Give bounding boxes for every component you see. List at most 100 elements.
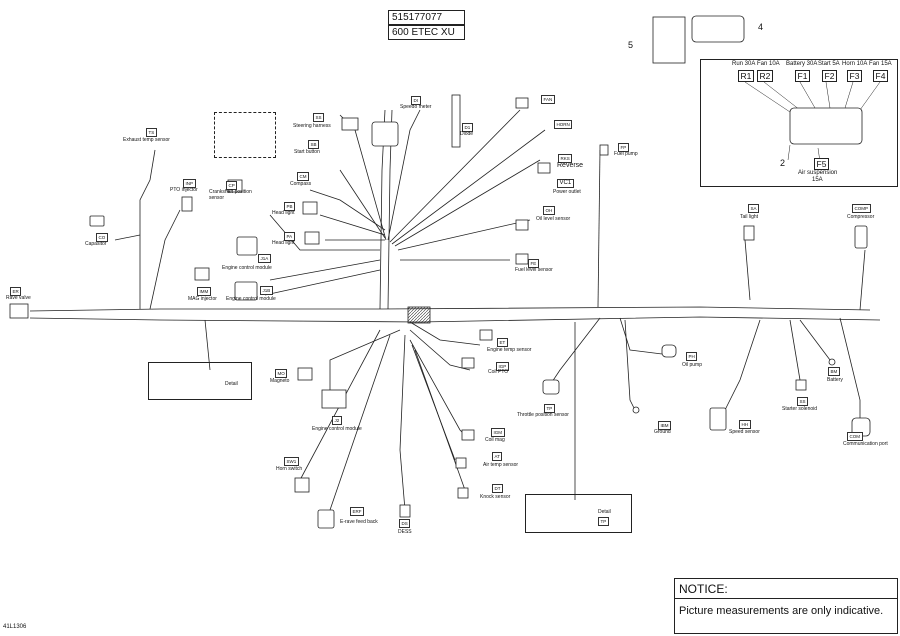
fuse-code-f2: F2 xyxy=(822,70,837,82)
fuse-label-fan10: Fan 10A xyxy=(757,61,780,67)
label-capasitor: Capasitor xyxy=(85,241,107,247)
tag-head-light-b: PB xyxy=(284,202,296,211)
reference-code: 41L1306 xyxy=(3,624,27,630)
label-mag-injector: MAG injector xyxy=(188,296,217,302)
fuse-label-air-suspension: Air suspension xyxy=(798,170,838,176)
fuse-code-r1: R1 xyxy=(738,70,754,82)
label-knock-sensor: Knock sensor xyxy=(480,494,511,500)
fuse-code-f5: F5 xyxy=(814,158,829,170)
label-magneto: Magneto xyxy=(270,378,290,384)
tag-fan: FAN xyxy=(541,95,555,104)
part-number: 515177077 xyxy=(388,10,465,25)
tag-speedo: DI xyxy=(411,96,421,105)
label-air-temp: Air temp sensor xyxy=(483,462,519,468)
label-erave-feedback: E-rave feed back xyxy=(340,519,378,525)
tag-ecm-a: J1A xyxy=(258,254,271,263)
fuse-box-panel xyxy=(700,59,898,187)
label-pto-injector: PTO injector xyxy=(170,187,198,193)
tag-ecm-j2: J2 xyxy=(332,416,342,425)
label-steering-harness: Steering harness xyxy=(293,123,331,129)
tag-fuel-level: FE xyxy=(528,259,539,268)
fuse-label-run: Run 30A xyxy=(732,61,756,67)
callout-5: 5 xyxy=(628,40,634,50)
label-starter-solenoid: Starter solenoid xyxy=(782,406,818,412)
label-diode: Diode xyxy=(460,131,474,137)
tag-oil-level: OH xyxy=(543,206,555,215)
tag-horn-switch: SW1 xyxy=(284,457,299,466)
label-coil-mag: Coil mag xyxy=(485,437,505,443)
tag-crankshaft: CP xyxy=(226,181,238,190)
tag-coil-mag: IGM xyxy=(491,428,505,437)
tag-horn: HORN xyxy=(554,120,573,129)
notice-title: NOTICE: xyxy=(675,579,897,599)
label-battery: Battery xyxy=(827,377,843,383)
fuse-code-f1: F1 xyxy=(795,70,810,82)
label-ecm-j2: Engine control module xyxy=(312,426,362,432)
tag-ecm-b: J1B xyxy=(260,286,273,295)
label-horn-switch: Horn switch xyxy=(276,466,303,472)
label-oil-level: Oil level sensor xyxy=(536,216,571,222)
tag-communication-port: COM xyxy=(847,432,863,441)
tag-diode: D1 xyxy=(462,123,473,132)
tag-steering-harness: SS xyxy=(313,113,325,122)
detail-a-label: Detail xyxy=(225,381,238,387)
label-tail-light: Tail light xyxy=(740,214,759,220)
tag-compass: CM xyxy=(297,172,309,181)
part-number-box: 515177077 600 ETEC XU xyxy=(388,10,465,42)
fuse-label-start: Start 5A xyxy=(818,61,840,67)
label-ecm-b: Engine control module xyxy=(226,296,276,302)
tag-rave-valve: ER xyxy=(10,287,22,296)
fuse-label-horn: Horn 10A xyxy=(842,61,868,67)
tag-coil-pto: IGP xyxy=(496,362,509,371)
tag-knock-sensor: DT xyxy=(492,484,503,493)
detail-box-top xyxy=(214,112,276,158)
tag-oil-pump: PH xyxy=(686,352,698,361)
tag-ground: IBM xyxy=(658,421,672,430)
label-crankshaft: Crankshaft position sensor xyxy=(209,189,252,201)
notice-text: Picture measurements are only indicative… xyxy=(679,605,884,617)
fuse-label-battery: Battery 30A xyxy=(786,61,818,67)
main-harness-line xyxy=(29,306,871,312)
tag-throttle-position: TP xyxy=(544,404,555,413)
label-throttle-position: Throttle position sensor xyxy=(517,412,569,418)
label-ground: Ground xyxy=(654,429,671,435)
label-fuel-level: Fuel level sensor xyxy=(515,267,553,273)
detail-b-label: Detail xyxy=(598,509,611,515)
tag-engine-temp: ET xyxy=(497,338,508,347)
label-compressor: Compressor xyxy=(847,214,875,220)
tag-air-temp: AT xyxy=(492,452,503,461)
tag-speed-sensor: HH xyxy=(739,420,751,429)
detail-box-bottom xyxy=(525,494,632,533)
tag-dess: DS xyxy=(399,519,411,528)
detail-box-left xyxy=(148,362,252,400)
notice-box: NOTICE: Picture measurements are only in… xyxy=(674,578,898,634)
tag-head-light-a: PA xyxy=(284,232,295,241)
label-start-button: Start button xyxy=(294,149,320,155)
detail-b-tag: TP xyxy=(598,517,609,526)
tag-reverse: RKS xyxy=(558,154,573,163)
tag-exhaust-temp: TS xyxy=(146,128,157,137)
tag-magneto: MO xyxy=(275,369,288,378)
tag-capasitor: CO xyxy=(96,233,108,242)
label-ecm-a: Engine control module xyxy=(222,265,272,271)
fuse-value-air-suspension: 15A xyxy=(812,177,823,183)
label-oil-pump: Oil pump xyxy=(682,362,703,368)
tag-fuel-pump: FP xyxy=(618,143,629,152)
label-communication-port: Communication port xyxy=(843,441,888,447)
label-exhaust-temp: Exhaust temp sensor xyxy=(123,137,170,143)
tag-erave-feedback: ERF xyxy=(350,507,364,516)
tag-tail-light: SA xyxy=(748,204,760,213)
model-name: 600 ETEC XU xyxy=(388,25,465,40)
label-speedo: Speedo meter xyxy=(400,104,432,110)
label-head-light-b: Head light xyxy=(272,210,295,216)
label-coil-pto: Coil PTO xyxy=(488,369,509,375)
tag-starter-solenoid: SS xyxy=(797,397,809,406)
label-speed-sensor: Speed sensor xyxy=(729,429,760,435)
fuse-label-fan15: Fan 15A xyxy=(869,61,892,67)
tag-start-button: SB xyxy=(308,140,320,149)
fuse-code-f3: F3 xyxy=(847,70,862,82)
callout-4: 4 xyxy=(758,22,764,32)
main-harness-line-lower xyxy=(29,316,881,323)
tag-pto-injector: INP xyxy=(183,179,196,188)
